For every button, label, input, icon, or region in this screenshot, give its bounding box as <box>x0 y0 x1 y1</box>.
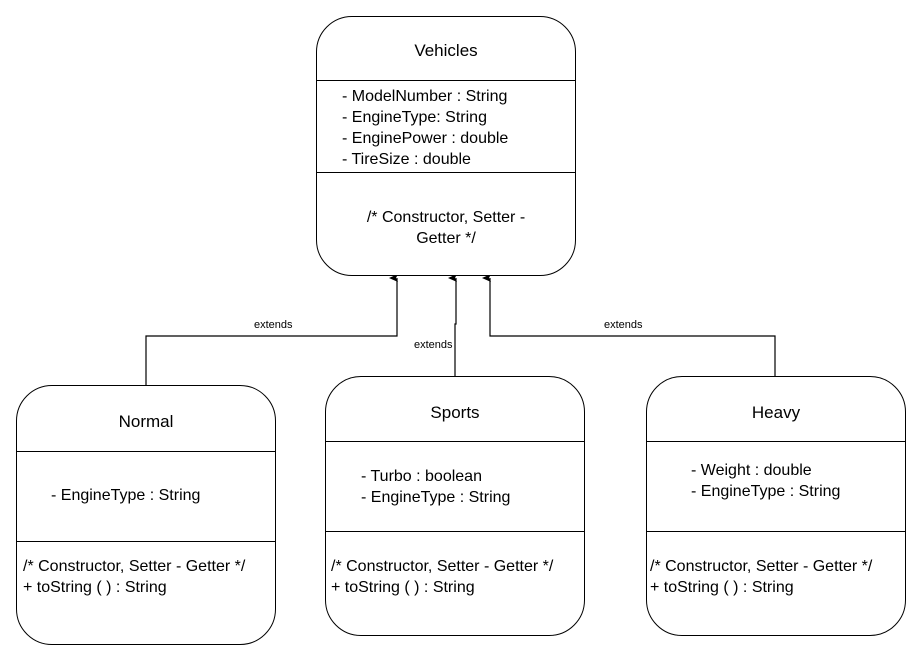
method: + toString ( ) : String <box>331 579 475 596</box>
methods-heavy: /* Constructor, Setter - Getter */ + toS… <box>650 556 905 598</box>
divider <box>647 441 905 442</box>
method: /* Constructor, Setter - Getter */ <box>23 558 246 575</box>
divider <box>317 172 575 173</box>
edge-normal-vehicles <box>145 274 398 385</box>
class-name-sports: Sports <box>430 403 480 422</box>
attribute: - EnginePower : double <box>342 130 509 147</box>
attribute: - EngineType: String <box>342 109 487 126</box>
divider <box>326 531 584 532</box>
attribute: - EngineType : String <box>691 483 841 500</box>
attribute: - Weight : double <box>691 462 812 479</box>
divider <box>317 80 575 81</box>
class-name-vehicles: Vehicles <box>414 41 478 60</box>
method: /* Constructor, Setter - <box>366 209 526 226</box>
attributes-normal: - EngineType : String <box>51 485 275 506</box>
class-sports[interactable]: Sports - Turbo : boolean - EngineType : … <box>325 376 585 636</box>
attribute: - Turbo : boolean <box>361 468 482 485</box>
method: + toString ( ) : String <box>650 579 794 596</box>
attribute: - EngineType : String <box>361 489 511 506</box>
methods-sports: /* Constructor, Setter - Getter */ + toS… <box>331 556 584 598</box>
attribute: - ModelNumber : String <box>342 88 508 105</box>
method: Getter */ <box>416 230 476 247</box>
attributes-sports: - Turbo : boolean - EngineType : String <box>361 466 584 508</box>
edge-label-normal: extends <box>253 319 294 332</box>
divider <box>326 441 584 442</box>
class-name-normal: Normal <box>118 412 174 431</box>
edge-label-sports: extends <box>413 339 454 352</box>
class-name-heavy: Heavy <box>751 403 801 422</box>
divider <box>17 451 275 452</box>
edge-heavy-vehicles <box>482 274 776 376</box>
class-vehicles[interactable]: Vehicles - ModelNumber : String - Engine… <box>316 16 576 276</box>
attribute: - TireSize : double <box>342 151 471 168</box>
methods-vehicles: /* Constructor, Setter - Getter */ <box>317 207 575 249</box>
edge-label-heavy: extends <box>603 319 644 332</box>
method: /* Constructor, Setter - Getter */ <box>650 558 873 575</box>
attributes-vehicles: - ModelNumber : String - EngineType: Str… <box>342 86 575 170</box>
method: + toString ( ) : String <box>23 579 167 596</box>
methods-normal: /* Constructor, Setter - Getter */ + toS… <box>23 556 275 598</box>
method: /* Constructor, Setter - Getter */ <box>331 558 554 575</box>
divider <box>17 541 275 542</box>
attribute: - EngineType : String <box>51 487 201 504</box>
attributes-heavy: - Weight : double - EngineType : String <box>691 460 905 502</box>
edge-sports-vehicles <box>448 274 457 376</box>
class-heavy[interactable]: Heavy - Weight : double - EngineType : S… <box>646 376 906 636</box>
class-normal[interactable]: Normal - EngineType : String /* Construc… <box>16 385 276 645</box>
divider <box>647 531 905 532</box>
